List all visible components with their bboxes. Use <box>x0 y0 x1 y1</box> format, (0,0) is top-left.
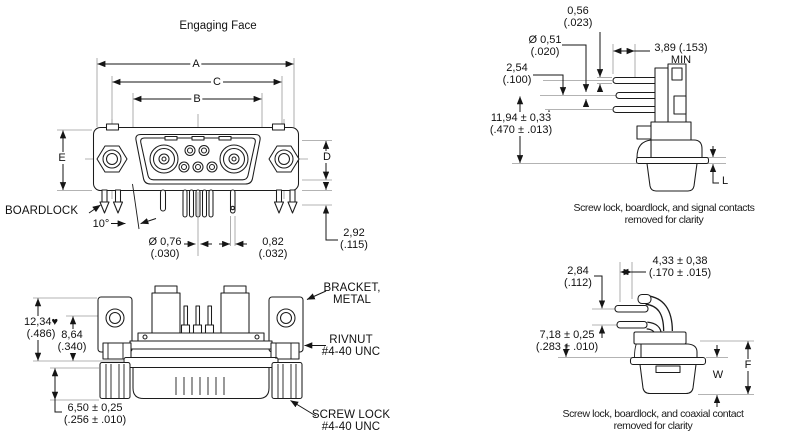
dim-0-56: 0,56 (.023) <box>563 5 593 29</box>
dim-0-82: 0,82 (.032) <box>258 236 288 260</box>
dim-8-64: 8,64 (.340) <box>55 329 89 353</box>
dim-a-label: A <box>190 58 202 70</box>
dim-12-34: 12,34♥ (.486) <box>21 316 61 340</box>
dim-2-92: 2,92 (.115) <box>340 227 368 251</box>
dim-l-label: L <box>722 175 729 187</box>
rivnut-label: RIVNUT #4-40 UNC <box>321 334 381 358</box>
dim-3-89-min: 3,89 (.153) MIN <box>654 42 708 66</box>
dim-11-94: 11,94 ± 0,33 (.470 ± .013) <box>487 112 555 136</box>
dim-c-label: C <box>211 76 223 88</box>
dim-w-label: W <box>712 369 724 381</box>
signal-side-view <box>512 32 726 192</box>
view-title: Engaging Face <box>179 20 257 32</box>
dim-7-18: 7,18 ± 0,25 (.283 ± .010) <box>535 329 599 353</box>
screw-lock-label: SCREW LOCK #4-40 UNC <box>311 409 391 433</box>
bracket-metal-label: BRACKET, METAL <box>323 282 381 306</box>
boardlock-label: BOARDLOCK <box>5 205 79 217</box>
dim-4-33: 4,33 ± 0,38 (.170 ± .015) <box>648 255 712 279</box>
dim-2-54: 2,54 (.100) <box>502 62 532 86</box>
front-view <box>57 58 338 256</box>
coax-side-view <box>558 262 754 407</box>
dim-d-label: D <box>321 151 333 163</box>
dim-6-50: 6,50 ± 0,25 (.256 ± .010) <box>63 402 127 426</box>
coax-view-caption: Screw lock, boardlock, and coaxial conta… <box>562 408 744 432</box>
dim-0-51: Ø 0,51 (.020) <box>528 34 562 58</box>
dim-b-label: B <box>191 93 203 105</box>
dim-2-84: 2,84 (.112) <box>564 265 592 289</box>
dim-0-76: Ø 0,76 (.030) <box>148 236 182 260</box>
angle-10deg-label: 10° <box>92 218 110 230</box>
rear-view <box>33 285 327 417</box>
dim-e-label: E <box>56 152 68 164</box>
dim-f-label: F <box>742 359 754 371</box>
signal-view-caption: Screw lock, boardlock, and signal contac… <box>573 202 755 226</box>
